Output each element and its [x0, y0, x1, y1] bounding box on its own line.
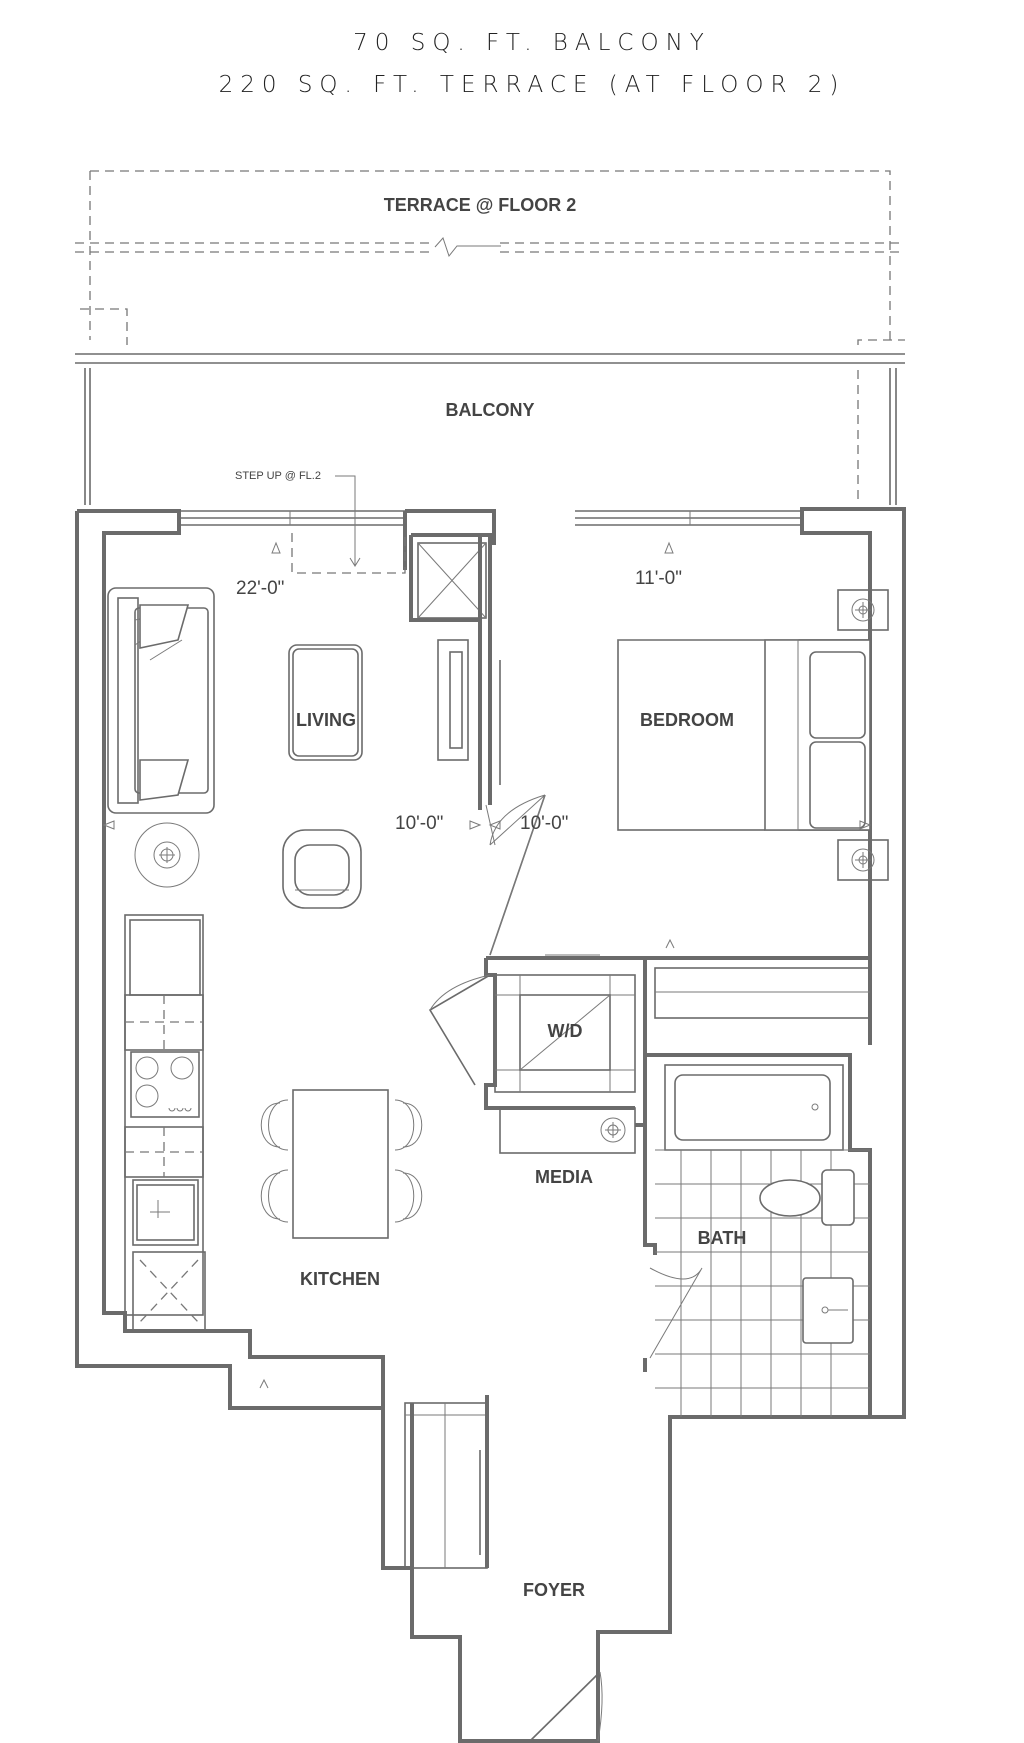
living-label: LIVING: [296, 710, 356, 730]
doors: [259, 794, 603, 1742]
media-niche: [499, 1107, 636, 1154]
bedroom-label: BEDROOM: [640, 710, 734, 730]
kitchen-counter: [124, 914, 206, 1331]
balcony-area-heading: 70 SQ. FT. BALCONY: [353, 30, 711, 56]
dimension-arrows: [102, 541, 872, 830]
bedroom-depth-dimension: 10'-0": [520, 813, 568, 834]
interior-walls: [409, 533, 872, 1417]
terrace-area-heading: 220 SQ. FT. TERRACE (AT FLOOR 2): [218, 72, 846, 98]
step-up-label: STEP UP @ FL.2: [235, 470, 321, 482]
bath-label: BATH: [698, 1228, 747, 1248]
balcony-label: BALCONY: [446, 400, 535, 420]
bedroom-width-dimension: 11'-0": [635, 568, 682, 589]
foyer-closet: [404, 1395, 489, 1637]
dining-table: [260, 1089, 423, 1239]
living-width-dimension: 22'-0": [236, 578, 284, 599]
foyer-label: FOYER: [523, 1580, 585, 1600]
balcony-outline: [75, 353, 905, 505]
kitchen-label: KITCHEN: [300, 1269, 380, 1289]
living-depth-dimension: 10'-0": [395, 813, 443, 834]
living-furniture: [107, 587, 501, 909]
terrace-label: TERRACE @ FLOOR 2: [384, 195, 577, 215]
wd-label: W/D: [548, 1021, 583, 1041]
step-up-annotation: STEP UP @ FL.2: [235, 470, 406, 574]
media-label: MEDIA: [535, 1167, 593, 1187]
terrace-outline: [75, 170, 905, 345]
bed: [617, 589, 889, 881]
